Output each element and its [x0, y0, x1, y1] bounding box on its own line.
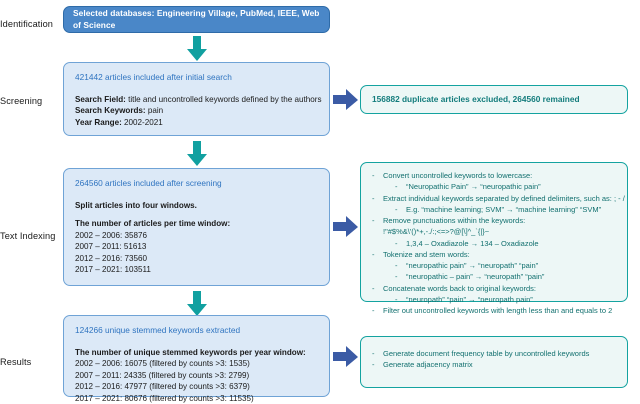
stage-label-results: Results	[0, 357, 32, 367]
screening-field-value-2: 2002-2021	[121, 117, 163, 127]
results-window-2: 2012 – 2016: 47977 (filtered by counts >…	[75, 382, 250, 392]
step-item-5-punctuation: !"#$%&\'()*+,-./:;<=>?@[\]^_`{|}~	[383, 227, 490, 237]
step-item-6: 1,3,4 – Oxadiazole → 134 – Oxadiazole	[370, 238, 618, 250]
arrow-right-results-to-outputs	[333, 346, 359, 368]
step-item-0: Convert uncontrolled keywords to lowerca…	[370, 170, 618, 182]
arrow-right-indexing-to-steps	[333, 216, 359, 238]
screening-field-label-1: Search Keywords:	[75, 106, 146, 116]
text-indexing-box: 264560 articles included after screening…	[63, 168, 330, 286]
screening-field-row-1: Search Keywords: pain	[75, 105, 318, 116]
step-item-2: Extract individual keywords separated by…	[370, 193, 625, 205]
output-item-1: Generate adjacency matrix	[370, 359, 618, 371]
step-item-8: “neuropathic pain” → “neuropath” “pain”	[370, 260, 618, 272]
text-indexing-window-1: 2007 – 2011: 51613	[75, 242, 147, 252]
text-processing-steps-list: Convert uncontrolled keywords to lowerca…	[370, 170, 625, 317]
stage-label-screening: Screening	[0, 96, 43, 106]
stage-label-identification: Identification	[0, 19, 53, 29]
results-table-title: The number of unique stemmed keywords pe…	[75, 347, 306, 357]
duplicates-excluded-text: 156882 duplicate articles excluded, 2645…	[372, 93, 580, 104]
screening-field-row-0: Search Field: title and uncontrolled key…	[75, 94, 322, 105]
identification-box: Selected databases: Engineering Village,…	[63, 6, 330, 33]
results-window-3: 2017 – 2021: 80676 (filtered by counts >…	[75, 393, 254, 403]
text-indexing-window-3: 2017 – 2021: 103511	[75, 265, 151, 275]
step-item-11: “neuropath” “pain” → “neuropath pain”	[370, 294, 618, 306]
text-indexing-headline: 264560 articles included after screening	[75, 178, 222, 188]
results-outputs-box: Generate document frequency table by unc…	[360, 336, 628, 388]
screening-headline: 421442 articles included after initial s…	[75, 72, 232, 82]
arrow-right-screening-to-duplicates	[333, 89, 359, 111]
text-processing-steps-box: Convert uncontrolled keywords to lowerca…	[360, 162, 628, 317]
screening-box: 421442 articles included after initial s…	[63, 62, 330, 136]
screening-field-value-0: title and uncontrolled keywords defined …	[125, 94, 322, 104]
screening-field-value-1: pain	[145, 106, 164, 116]
step-item-9: “neuropathic – pain” → “neuropath” “pain…	[370, 271, 618, 283]
text-indexing-window-0: 2002 – 2006: 35876	[75, 230, 148, 240]
duplicates-excluded-box: 156882 duplicate articles excluded, 2645…	[360, 85, 628, 114]
step-item-12: Filter out uncontrolled keywords with le…	[370, 305, 618, 317]
arrow-down-indexing-to-results	[186, 291, 208, 317]
output-item-0: Generate document frequency table by unc…	[370, 348, 618, 360]
results-box: 124266 unique stemmed keywords extracted…	[63, 315, 330, 403]
arrow-down-identification-to-screening	[186, 36, 208, 62]
results-window-1: 2007 – 2011: 24335 (filtered by counts >…	[75, 370, 250, 380]
step-item-10: Concatenate words back to original keywo…	[370, 283, 618, 295]
results-headline: 124266 unique stemmed keywords extracted	[75, 325, 241, 335]
results-window-0: 2002 – 2006: 16075 (filtered by counts >…	[75, 359, 250, 369]
screening-field-label-0: Search Field:	[75, 94, 126, 104]
step-item-7: Tokenize and stem words:	[370, 249, 618, 261]
arrow-down-screening-to-indexing	[186, 141, 208, 167]
step-item-4: Remove punctuations within the keywords:	[370, 215, 618, 227]
text-indexing-window-2: 2012 – 2016: 73560	[75, 253, 148, 263]
stage-label-text-indexing: Text Indexing	[0, 231, 56, 241]
results-outputs-list: Generate document frequency table by unc…	[370, 348, 618, 371]
screening-field-label-2: Year Range:	[75, 117, 122, 127]
text-indexing-subtitle: Split articles into four windows.	[75, 200, 197, 210]
identification-databases-text: Selected databases: Engineering Village,…	[73, 7, 320, 30]
screening-field-row-2: Year Range: 2002-2021	[75, 117, 318, 128]
text-indexing-table-title: The number of articles per time window:	[75, 219, 231, 229]
step-item-3: E.g. “machine learning; SVM” → “machine …	[370, 204, 618, 216]
step-item-1: “Neuropathic Pain” → “neuropathic pain”	[370, 181, 618, 193]
